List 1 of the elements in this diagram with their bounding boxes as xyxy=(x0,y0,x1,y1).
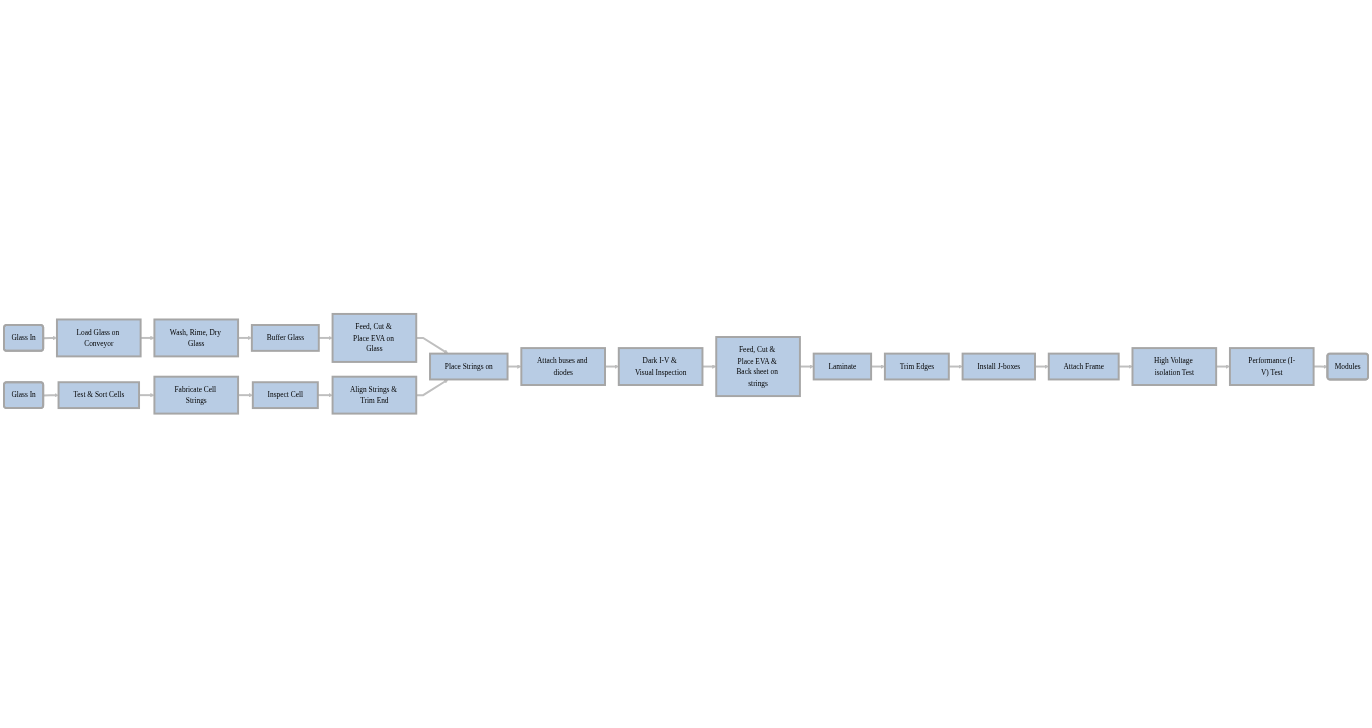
arrow xyxy=(1034,364,1049,369)
